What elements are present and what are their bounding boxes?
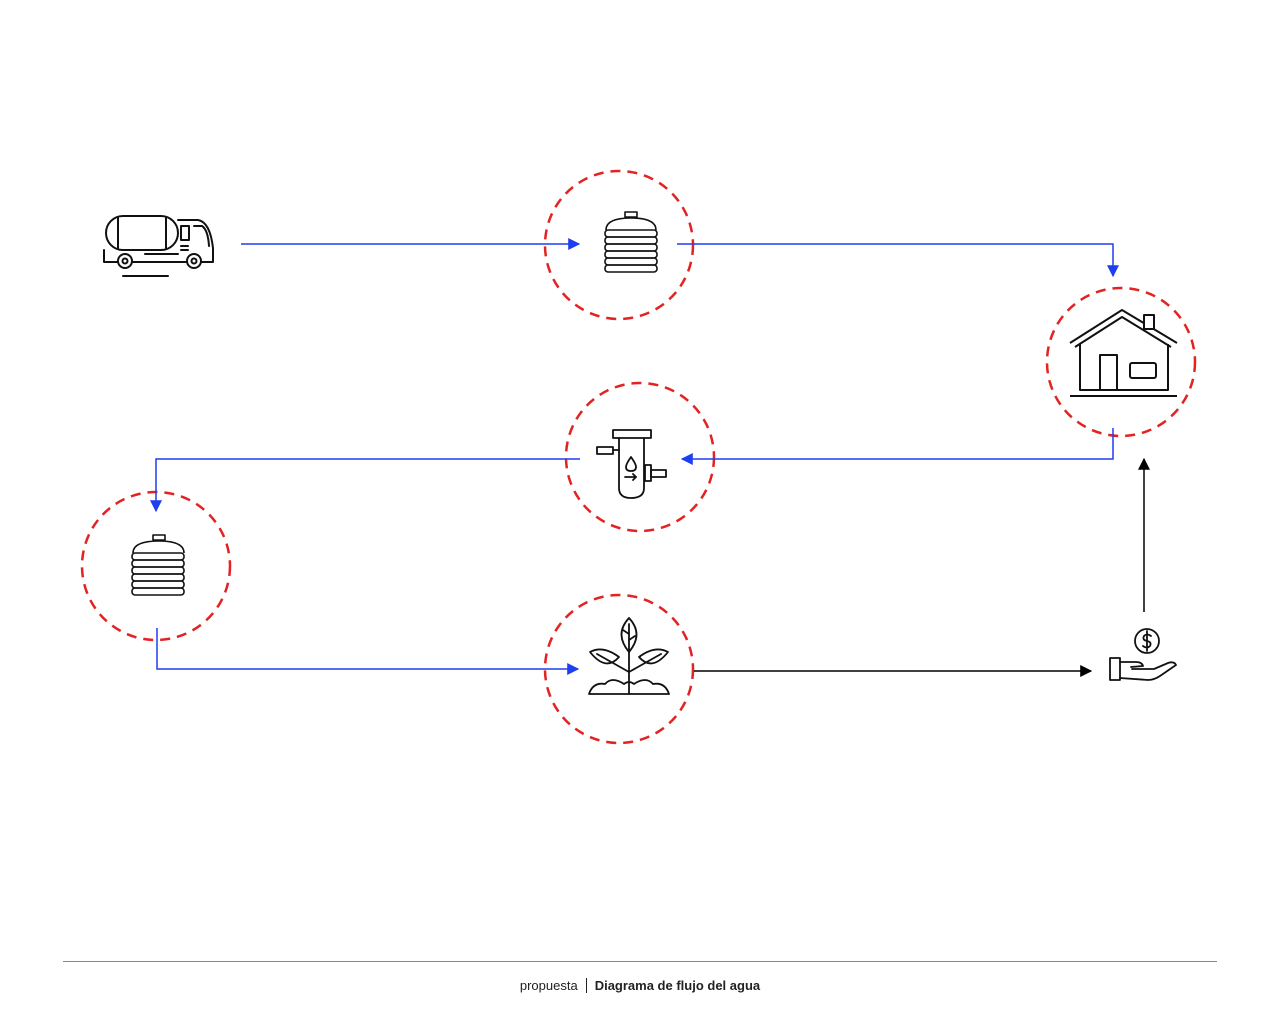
house-icon bbox=[1069, 309, 1178, 397]
highlight-ring-plant bbox=[543, 593, 695, 745]
flow-house-to-filter bbox=[680, 428, 1114, 465]
highlight-ring-filter bbox=[564, 381, 716, 533]
footer-divider bbox=[63, 961, 1217, 962]
flow-tank-to-house bbox=[677, 243, 1119, 278]
hand-money-icon bbox=[1109, 628, 1177, 681]
water-tank-icon bbox=[604, 211, 658, 273]
flow-tank-to-plant bbox=[156, 628, 580, 675]
plant-icon bbox=[588, 617, 670, 695]
footer-title: Diagrama de flujo del agua bbox=[594, 978, 761, 993]
water-truck-icon bbox=[103, 215, 214, 277]
highlight-ring-tank-bottom bbox=[80, 490, 232, 642]
flow-filter-to-tank bbox=[150, 458, 580, 513]
highlight-ring-house bbox=[1045, 286, 1197, 438]
highlight-ring-tank-top bbox=[543, 169, 695, 321]
footer-subtitle: propuesta bbox=[519, 978, 587, 993]
water-filter-icon bbox=[596, 429, 667, 499]
water-tank-icon bbox=[131, 534, 185, 596]
footer: propuesta Diagrama de flujo del agua bbox=[0, 976, 1280, 996]
